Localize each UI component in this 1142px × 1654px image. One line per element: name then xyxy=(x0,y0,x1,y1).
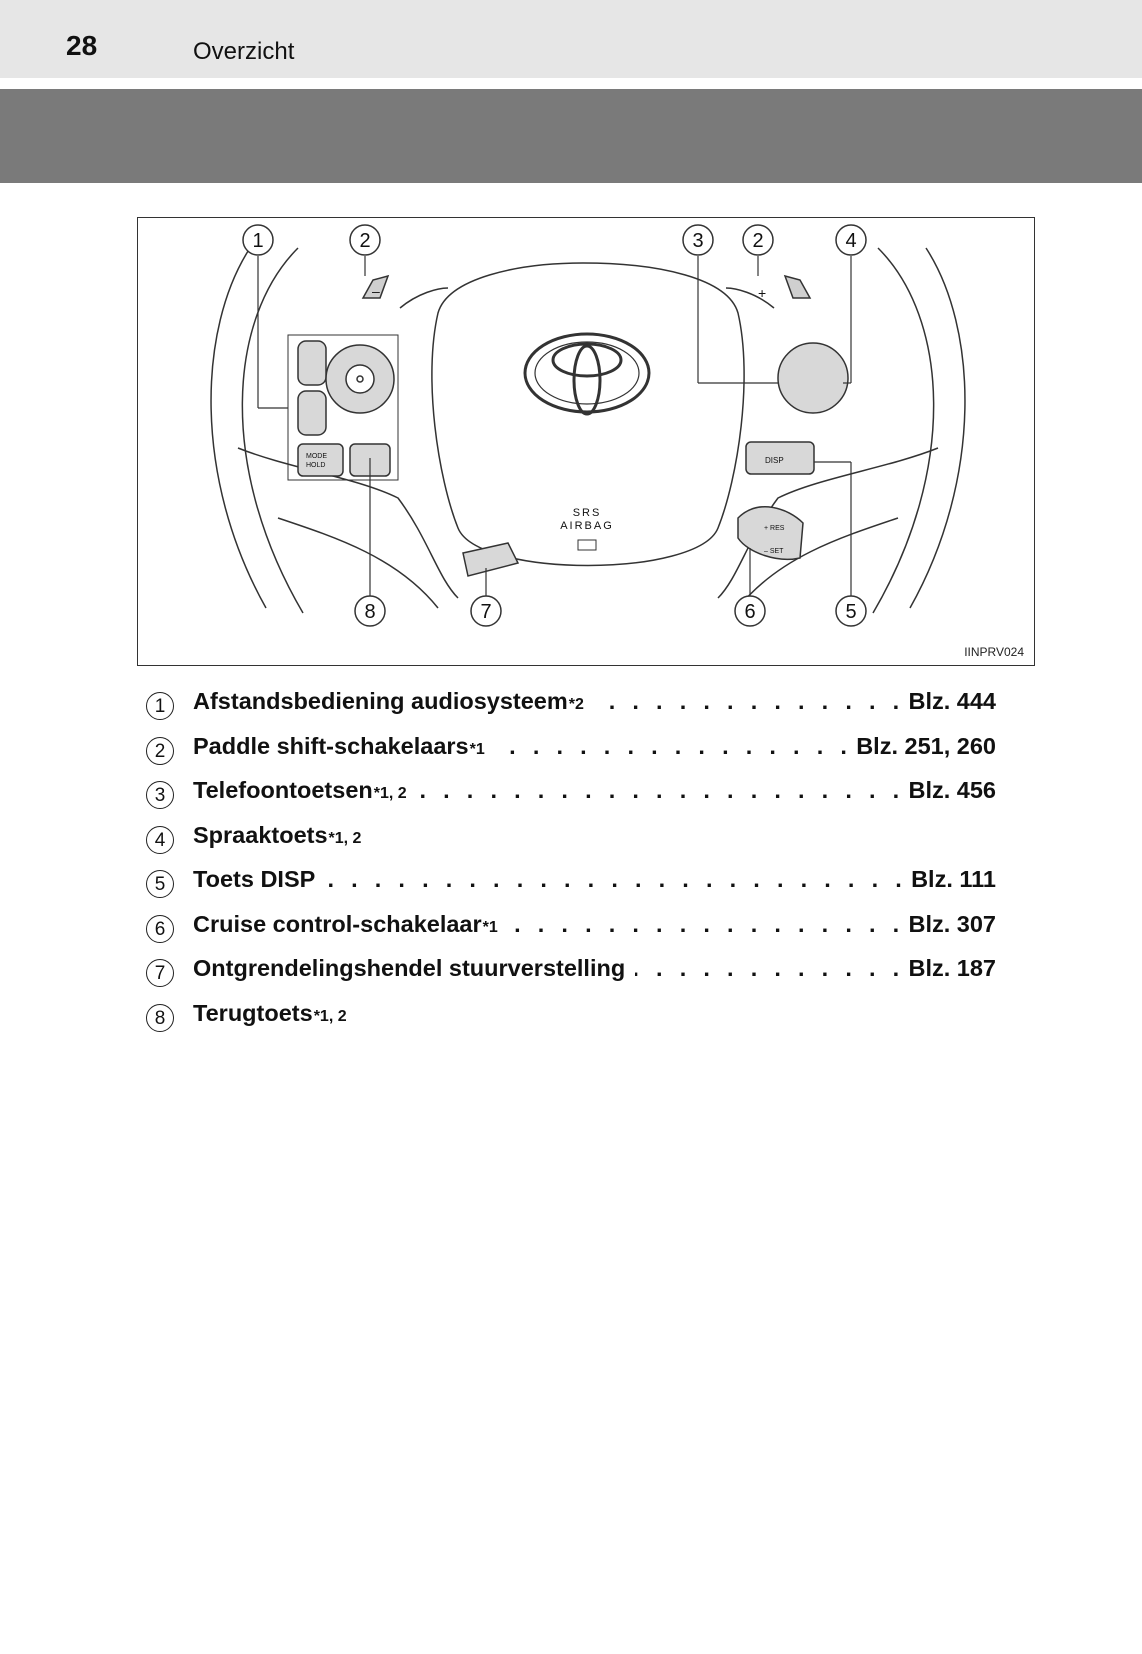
legend-label: Toets DISP xyxy=(193,866,316,892)
legend-number: 7 xyxy=(146,959,174,987)
legend-item: 2 Paddle shift-schakelaars*1. . . . . . .… xyxy=(146,725,996,770)
legend-page-ref[interactable]: Blz. 444 xyxy=(908,688,996,714)
legend-number: 1 xyxy=(146,692,174,720)
legend-page-ref[interactable]: Blz. 187 xyxy=(908,955,996,981)
res-label: + RES xyxy=(764,525,785,532)
leader-dots: . . . . . . . . . . . . . . . . . . . . … xyxy=(325,866,908,892)
legend-label: Cruise control-schakelaar xyxy=(193,910,482,937)
airbag-text: AIRBAG xyxy=(560,520,614,532)
leader-dots: . . . . . . . . . . . . . . . . . . . . … xyxy=(417,777,905,803)
callout-4: 4 xyxy=(845,230,856,252)
legend-number: 2 xyxy=(146,736,174,765)
callout-7: 7 xyxy=(480,601,491,623)
legend-entry: Ontgrendelingshendel stuurverstelling . .… xyxy=(193,955,996,982)
chapter-band xyxy=(0,89,1142,183)
callout-2-right: 2 xyxy=(752,230,763,252)
legend-number: 3 xyxy=(146,781,174,809)
callout-3: 3 xyxy=(692,230,703,252)
legend-page-ref[interactable]: Blz. 307 xyxy=(908,910,996,937)
disp-label: DISP xyxy=(765,456,784,465)
legend-page-ref[interactable]: Blz. 456 xyxy=(908,777,996,803)
callout-8: 8 xyxy=(364,601,375,623)
legend-page-ref[interactable]: Blz. 111 xyxy=(911,866,996,892)
legend-number: 8 xyxy=(146,1003,174,1032)
page-number: 28 xyxy=(66,30,98,61)
callout-6: 6 xyxy=(744,601,755,623)
mode-label: MODE xyxy=(306,453,327,460)
callout-circles xyxy=(242,224,867,627)
leader-dots: . . . . . . . . . . . . . . . . . . . . … xyxy=(508,910,905,937)
legend-item: 3 Telefoontoetsen*1, 2. . . . . . . . . .… xyxy=(146,769,996,814)
figure-code: IINPRV024 xyxy=(964,645,1024,659)
legend-label: Ontgrendelingshendel stuurverstelling xyxy=(193,955,626,981)
srs-text: SRS xyxy=(573,507,602,519)
legend-entry: Spraaktoets*1, 2 xyxy=(193,821,362,848)
legend-item: 7 Ontgrendelingshendel stuurverstelling . … xyxy=(146,947,996,992)
legend-item: 5 Toets DISP . . . . . . . . . . . . . . .… xyxy=(146,858,996,903)
legend-number: 6 xyxy=(146,914,174,943)
leader-dots: . . . . . . . . . . . . . . . . . . . . … xyxy=(635,955,905,981)
steering-wheel-illustration: – + MODE HOLD DISP + RES – SET SRS AIRBA… xyxy=(210,224,966,627)
legend-entry: Paddle shift-schakelaars*1. . . . . . . … xyxy=(193,732,996,759)
legend-label: Terugtoets xyxy=(193,999,313,1026)
legend-item: 4 Spraaktoets*1, 2 xyxy=(146,814,996,859)
legend-label: Telefoontoetsen xyxy=(193,777,373,803)
callout-2-left: 2 xyxy=(359,230,370,252)
legend-item: 8 Terugtoets*1, 2 xyxy=(146,992,996,1037)
paddle-plus: + xyxy=(758,285,766,301)
steering-wheel-figure: – + MODE HOLD DISP + RES – SET SRS AIRBA… xyxy=(137,217,1035,666)
legend-label: Afstandsbediening audiosysteem xyxy=(193,688,568,714)
legend-label: Spraaktoets xyxy=(193,821,328,848)
leader-dots: . . . . . . . . . . . . . . . . . . . . … xyxy=(594,688,905,714)
legend-entry: Afstandsbediening audiosysteem*2. . . . … xyxy=(193,688,996,714)
legend-number: 4 xyxy=(146,825,174,854)
legend-item: 1 Afstandsbediening audiosysteem*2. . . .… xyxy=(146,680,996,725)
page-header: 28 Overzicht xyxy=(0,0,1142,80)
legend-item: 6 Cruise control-schakelaar*1. . . . . . … xyxy=(146,903,996,948)
legend-entry: Cruise control-schakelaar*1. . . . . . .… xyxy=(193,910,996,937)
legend-list: 1 Afstandsbediening audiosysteem*2. . . .… xyxy=(146,680,996,1036)
callout-1: 1 xyxy=(252,230,263,252)
legend-entry: Telefoontoetsen*1, 2. . . . . . . . . . … xyxy=(193,777,996,803)
legend-number: 5 xyxy=(146,870,174,898)
legend-entry: Toets DISP . . . . . . . . . . . . . . . … xyxy=(193,866,996,893)
legend-page-ref[interactable]: Blz. 251, 260 xyxy=(856,732,996,759)
hold-label: HOLD xyxy=(306,462,325,469)
set-label: – SET xyxy=(764,548,784,555)
paddle-minus: – xyxy=(372,283,380,299)
section-title: Overzicht xyxy=(193,38,295,65)
leader-dots: . . . . . . . . . . . . . . . . . . . . … xyxy=(495,732,853,759)
callout-5: 5 xyxy=(845,601,856,623)
legend-label: Paddle shift-schakelaars xyxy=(193,732,469,759)
legend-entry: Terugtoets*1, 2 xyxy=(193,999,347,1026)
